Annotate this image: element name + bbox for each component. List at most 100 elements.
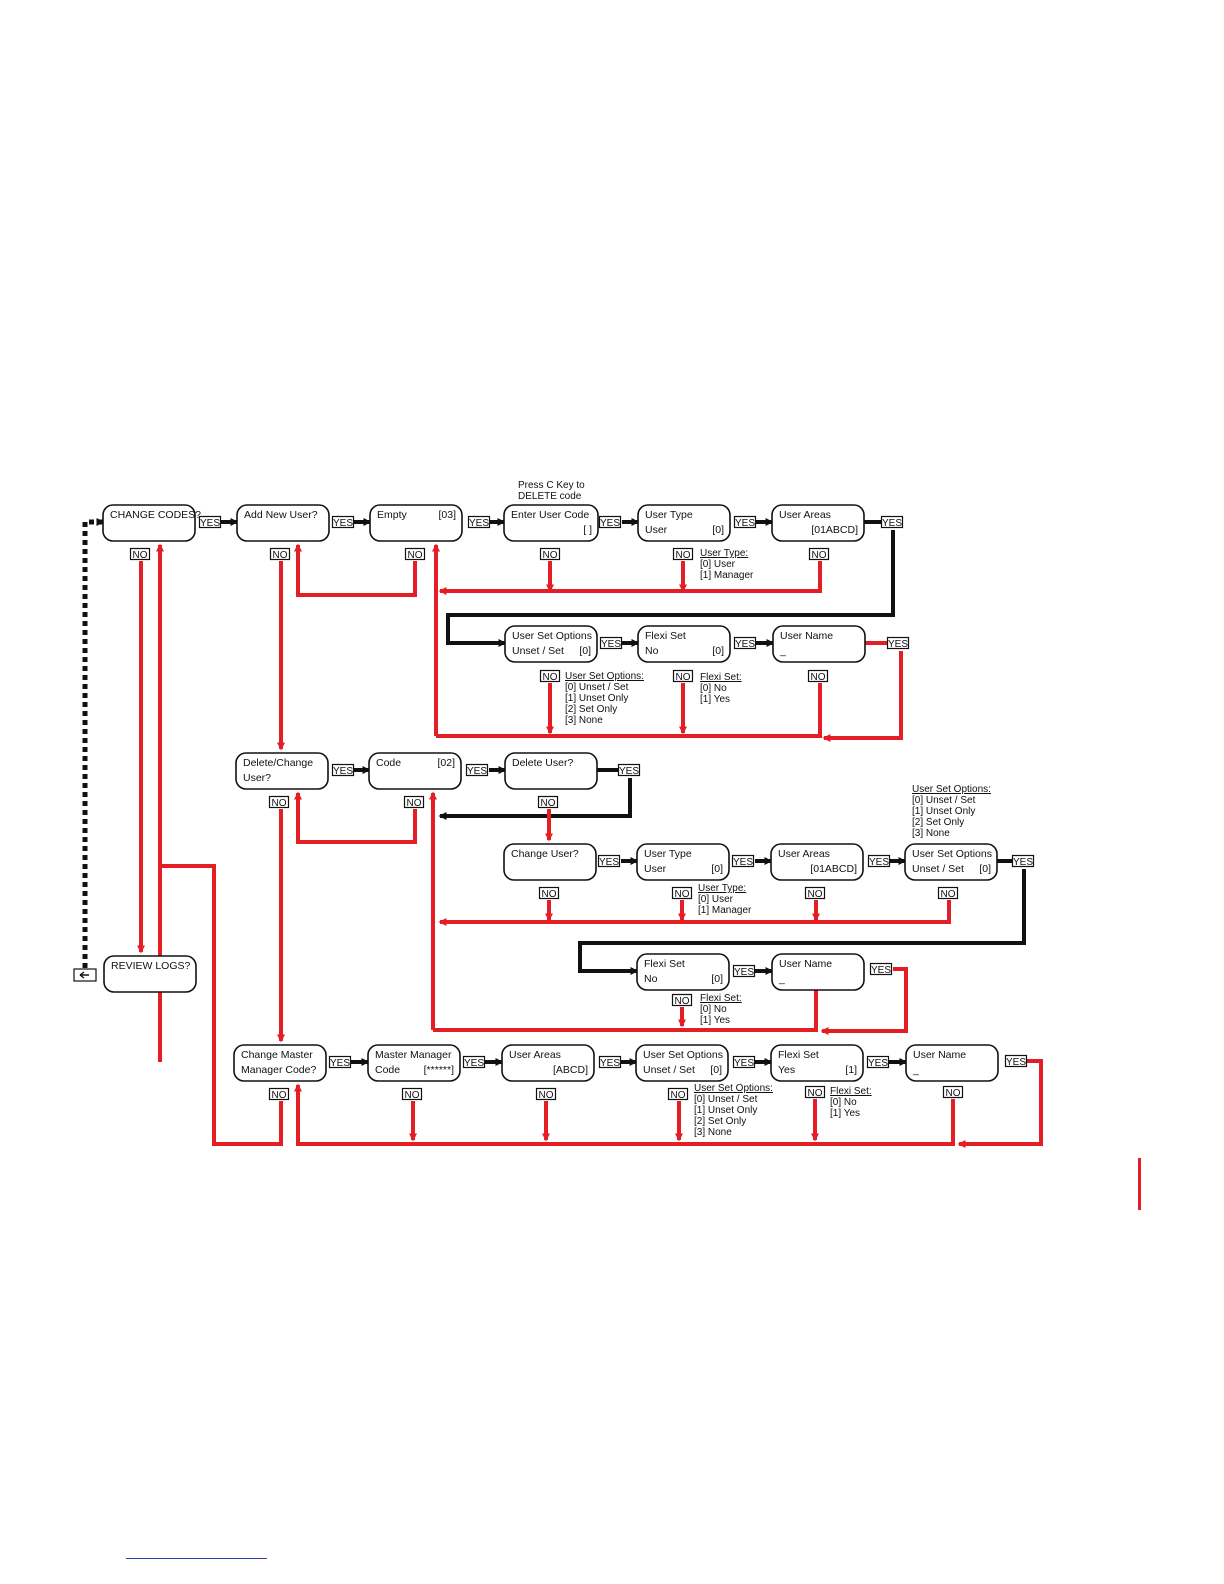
menu-box-title: Flexi Set: [778, 1049, 819, 1061]
yes-tag: YES: [465, 763, 489, 777]
yes-tag-frame: [467, 515, 491, 529]
yes-tag-label: YES: [868, 1058, 888, 1069]
menu-box-frame: [635, 1044, 729, 1082]
page-accent-bar: [1138, 1158, 1141, 1210]
yes-tag-label: YES: [330, 1058, 350, 1069]
yes-tag-frame: [465, 763, 489, 777]
menu-box-title: Change Master: [241, 1049, 313, 1061]
no-tag: NO: [403, 795, 425, 809]
note-flexi-note-2: Flexi Set:[0] No[1] Yes: [700, 993, 742, 1026]
yes-tag-frame: [198, 515, 222, 529]
menu-box-value: [01ABCD]: [811, 524, 858, 536]
no-tag-label: NO: [407, 798, 422, 809]
note-line: [3] None: [565, 715, 603, 726]
no-tag: NO: [538, 886, 560, 900]
no-tag: NO: [667, 1087, 689, 1101]
note-line: DELETE code: [518, 491, 582, 502]
menu-box-title: User Set Options: [512, 630, 592, 642]
note-title: Flexi Set:: [700, 993, 742, 1004]
menu-box-change-codes[interactable]: CHANGE CODES?: [102, 504, 201, 542]
menu-box-value: [0]: [979, 863, 991, 875]
note-title: User Set Options:: [565, 671, 644, 682]
no-tag: NO: [672, 669, 694, 683]
connector-lines: [82, 518, 1043, 1148]
yes-tag-frame: [869, 962, 893, 976]
note-line: [0] User: [700, 559, 736, 570]
no-tag: NO: [269, 547, 291, 561]
menu-box-subtitle: No: [644, 973, 658, 985]
menu-box-review-logs[interactable]: REVIEW LOGS?: [103, 955, 197, 993]
menu-box-user-areas-1[interactable]: User Areas[01ABCD]: [771, 504, 865, 542]
menu-box-frame: [235, 752, 329, 790]
menu-box-user-name-2[interactable]: User Name_: [771, 953, 865, 991]
menu-box-add-new-user[interactable]: Add New User?: [236, 504, 330, 542]
menu-box-frame: [770, 1044, 864, 1082]
no-path-line-47: [433, 990, 818, 1032]
yes-tag-label: YES: [600, 1058, 620, 1069]
yes-tag-frame: [731, 854, 755, 868]
menu-box-subtitle: User?: [243, 772, 271, 784]
yes-path-line-24: [82, 518, 105, 968]
no-tag: NO: [539, 547, 561, 561]
yes-tag-label: YES: [735, 518, 755, 529]
menu-box-value: [0]: [579, 645, 591, 657]
menu-box-user-areas-3[interactable]: User Areas[ABCD]: [501, 1044, 595, 1082]
no-tag-frame: [804, 1085, 826, 1099]
menu-box-frame: [504, 752, 598, 790]
menu-box-frame: [233, 1044, 327, 1082]
yes-tag: YES: [467, 515, 491, 529]
menu-box-code[interactable]: Code[02]: [368, 752, 462, 790]
note-line: [3] None: [694, 1127, 732, 1138]
no-tag: NO: [671, 993, 693, 1007]
menu-box-user-name-3[interactable]: User Name_: [905, 1044, 999, 1082]
yes-tag: YES: [198, 515, 222, 529]
no-path-line-48: [820, 967, 908, 1035]
menu-box-subtitle: Unset / Set: [512, 645, 564, 657]
no-tag-frame: [401, 1087, 423, 1101]
menu-box-value: [1]: [845, 1064, 857, 1076]
no-tag-frame: [667, 1087, 689, 1101]
no-tag-frame: [539, 547, 561, 561]
menu-box-empty[interactable]: Empty[03]: [369, 504, 463, 542]
menu-box-title: User Name: [913, 1049, 966, 1061]
menu-box-change-user[interactable]: Change User?: [503, 843, 597, 881]
menu-boxes: CHANGE CODES? Add New User? Empty[03] Enter…: [102, 504, 999, 1082]
menu-box-value: [0]: [711, 973, 723, 985]
menu-box-subtitle: _: [778, 973, 785, 985]
menu-box-subtitle: Manager Code?: [241, 1064, 316, 1076]
menu-box-subtitle: _: [779, 645, 786, 657]
yes-tag-label: YES: [469, 518, 489, 529]
menu-box-value: [03]: [438, 509, 456, 521]
yes-tag: YES: [886, 636, 910, 650]
yes-tag: YES: [732, 1055, 756, 1069]
no-tag-label: NO: [811, 672, 826, 683]
yes-tag-label: YES: [333, 766, 353, 777]
yes-tag-label: YES: [735, 639, 755, 650]
menu-box-delete-user[interactable]: Delete User?: [504, 752, 598, 790]
exit-arrow-icon[interactable]: [73, 968, 97, 982]
note-line: [1] Unset Only: [565, 693, 628, 704]
no-tag-label: NO: [541, 798, 556, 809]
no-tag: NO: [808, 547, 830, 561]
menu-box-enter-user-code[interactable]: Enter User Code[ ]: [503, 504, 599, 542]
no-tag: NO: [129, 547, 151, 561]
menu-box-user-areas-2[interactable]: User Areas[01ABCD]: [770, 843, 864, 881]
no-tag-frame: [672, 547, 694, 561]
no-tag-label: NO: [675, 889, 690, 900]
yes-tag: YES: [733, 636, 757, 650]
note-title: User Type:: [698, 883, 746, 894]
menu-box-user-name-1[interactable]: User Name_: [772, 625, 866, 663]
no-tag-label: NO: [133, 550, 148, 561]
